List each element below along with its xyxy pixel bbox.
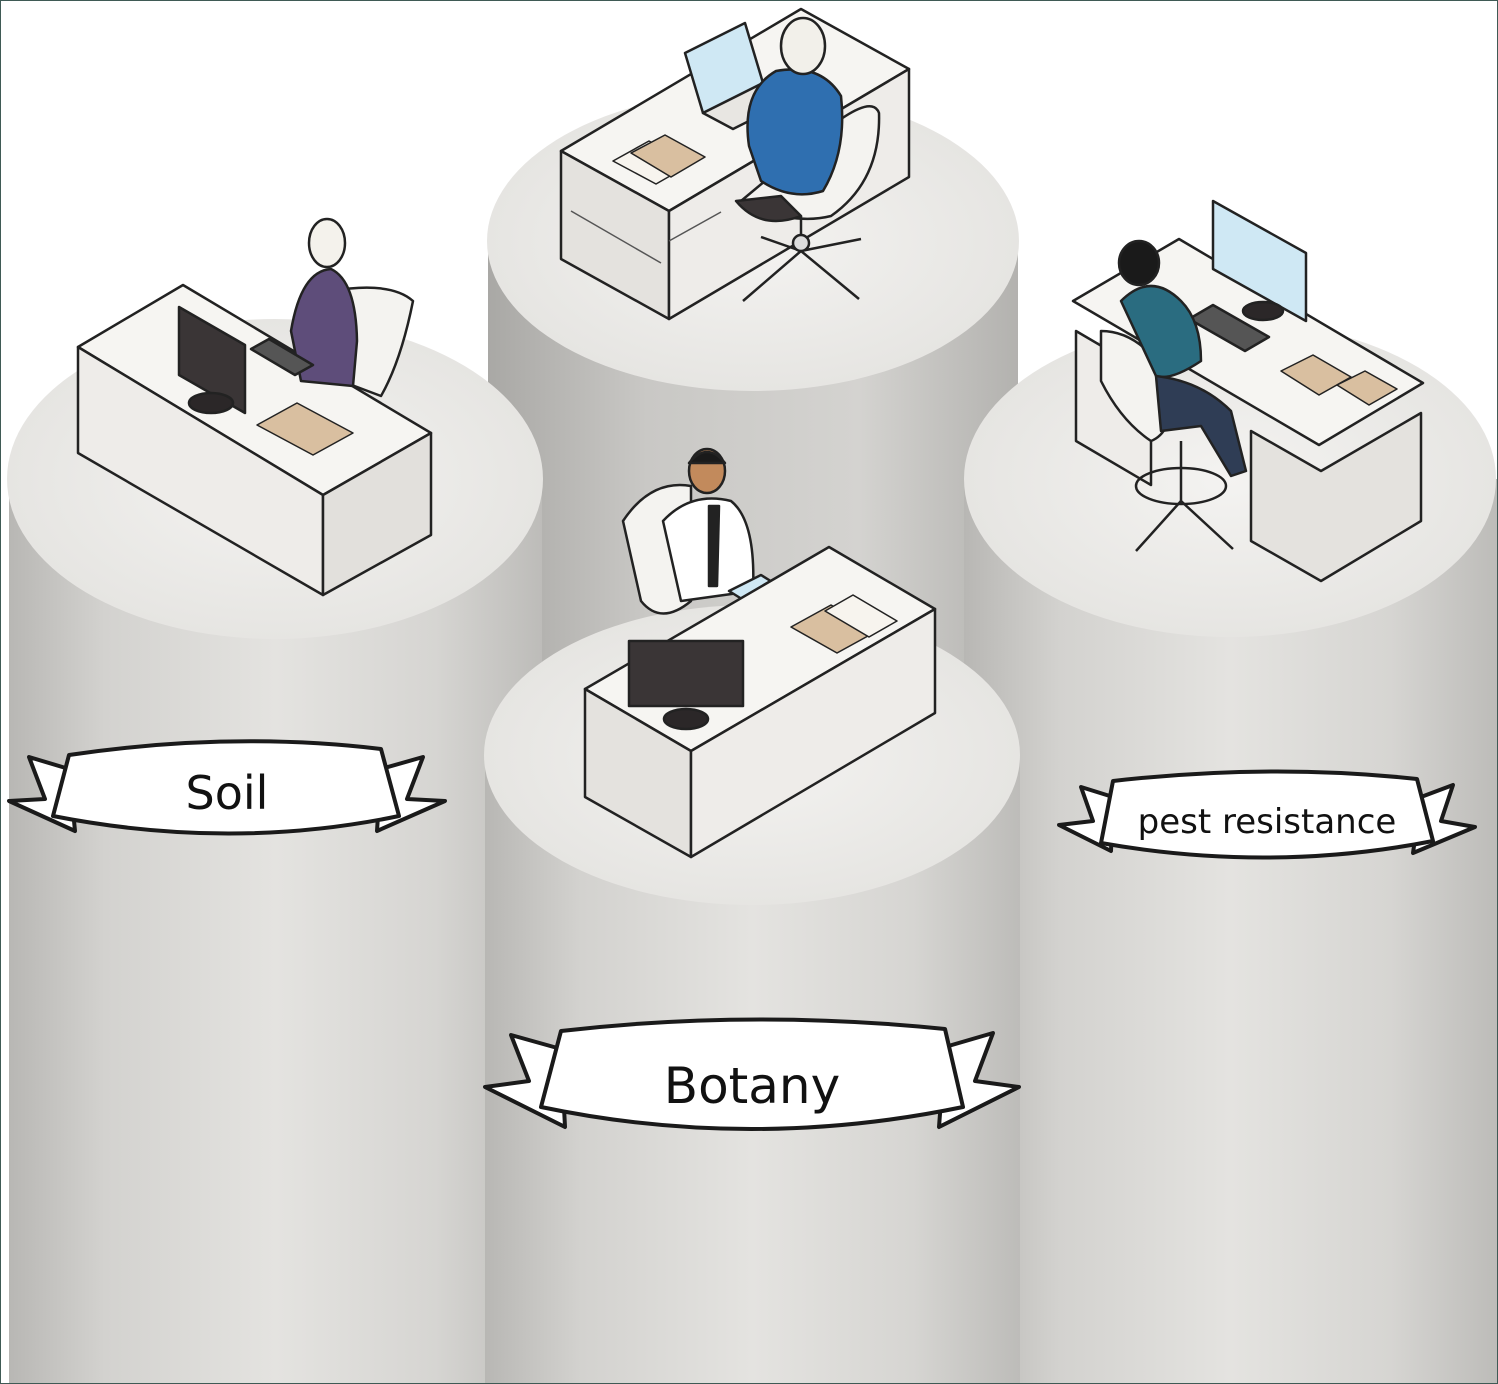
ribbon-botany: Botany (483, 1017, 1021, 1131)
label-soil: Soil (186, 766, 269, 820)
right-pillar (964, 321, 1497, 1383)
desk-monitor-worker-left (76, 217, 433, 597)
desk-monitor-worker-right (1071, 199, 1425, 583)
ribbon-soil: Soil (7, 739, 447, 836)
desk-tablet-worker (583, 447, 937, 859)
label-botany: Botany (664, 1057, 840, 1115)
ribbon-pest-resistance: pest resistance (1057, 769, 1477, 860)
desk-laptop-worker (559, 7, 911, 321)
label-pest-resistance: pest resistance (1138, 802, 1397, 842)
